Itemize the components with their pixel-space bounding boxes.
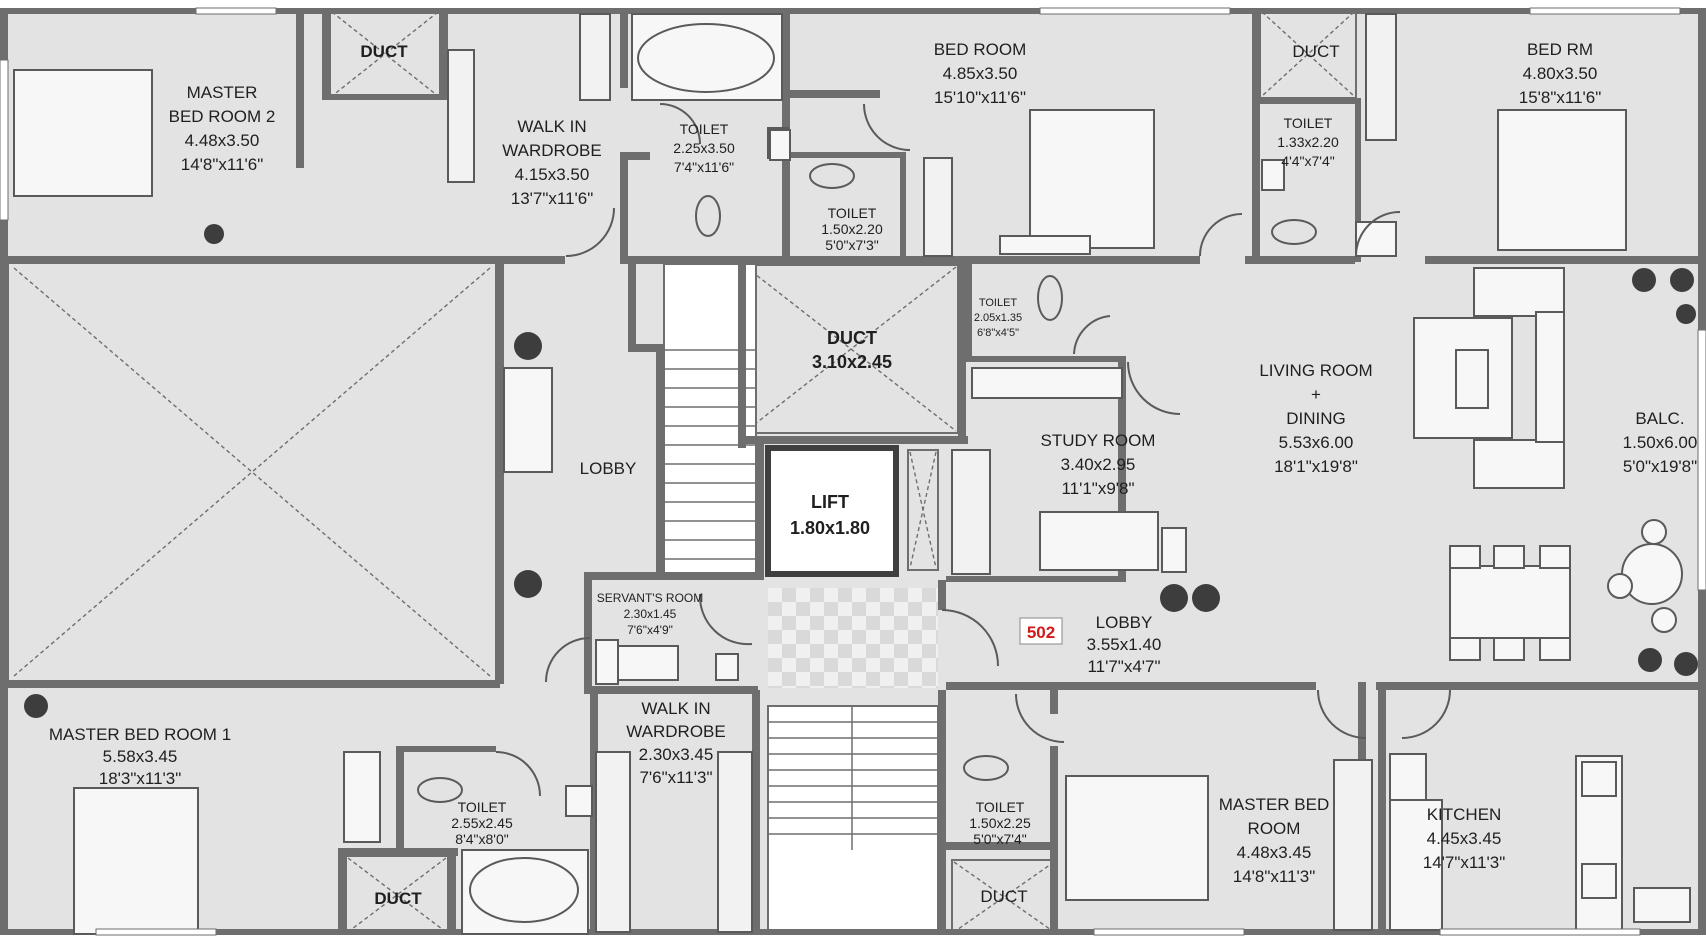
beds	[13, 69, 1627, 935]
room-label-lobby-left: LOBBY	[580, 459, 637, 478]
windows	[0, 7, 1706, 936]
open-void	[7, 261, 497, 683]
plants	[24, 224, 1698, 718]
lift-shaft	[765, 445, 899, 577]
fixtures	[417, 13, 1317, 935]
room-label-duct-bottom-left: DUCT	[374, 889, 422, 908]
wardrobes	[447, 13, 1397, 933]
room-label-duct-bottom-right: DUCT	[980, 887, 1027, 906]
room-label-duct-top-left: DUCT	[360, 42, 408, 61]
door-swings	[495, 103, 1451, 797]
unit-tag: 502	[1019, 617, 1063, 645]
unit-number: 502	[1027, 623, 1055, 642]
living-furniture	[343, 221, 1691, 931]
foyer-tiles	[768, 588, 938, 688]
room-label-duct-top-right: DUCT	[1292, 42, 1339, 61]
